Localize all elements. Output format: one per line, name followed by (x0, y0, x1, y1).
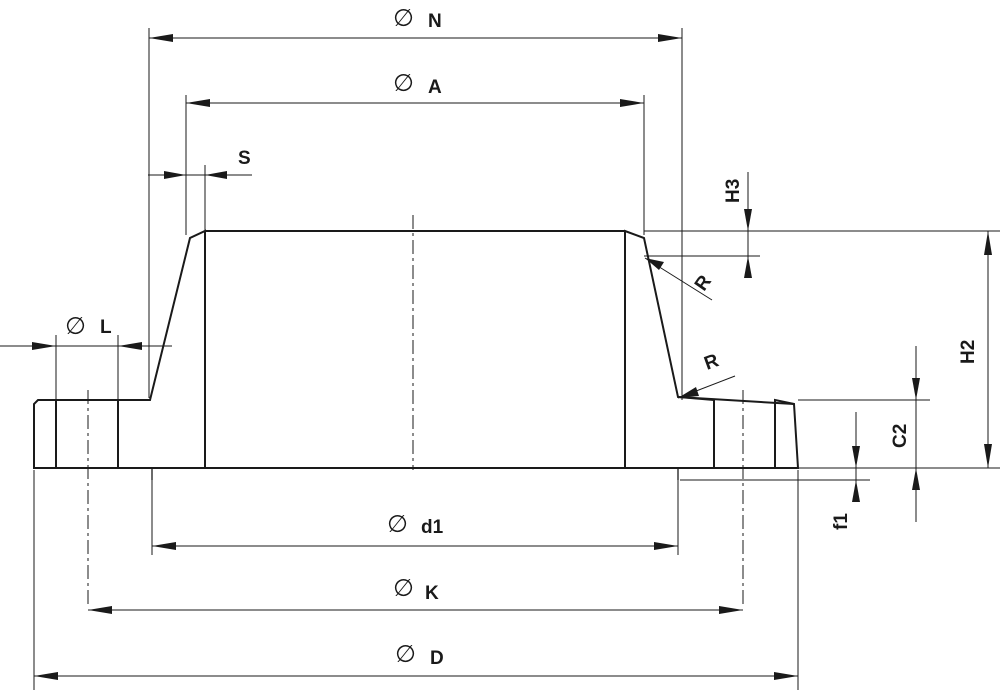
hatched-section-left (33, 229, 206, 469)
label-f1: f1 (831, 513, 852, 530)
dimension-A: ∅ A (186, 69, 644, 107)
label-A: A (428, 77, 442, 98)
dimension-L: ∅ L (0, 312, 172, 350)
diameter-symbol-d1: ∅ (387, 510, 408, 538)
center-lines (87, 215, 744, 605)
label-R-lower: R (702, 350, 722, 375)
extension-lines (33, 28, 1000, 690)
radius-lower: R (677, 350, 736, 399)
diameter-symbol-D: ∅ (395, 640, 416, 668)
label-D: D (430, 648, 444, 669)
diameter-symbol-K: ∅ (393, 574, 414, 602)
dimension-f1: f1 (831, 412, 860, 530)
hatched-section-right (624, 229, 800, 469)
label-L: L (100, 317, 112, 338)
flange-outline (34, 230, 798, 480)
label-H3: H3 (723, 179, 744, 203)
dimension-d1: ∅ d1 (152, 510, 678, 550)
dimension-K: ∅ K (88, 574, 743, 614)
dimension-H3: H3 (723, 172, 752, 278)
dimension-N: ∅ N (149, 4, 682, 42)
dimension-H2: H2 (958, 231, 992, 468)
label-R-upper: R (691, 271, 716, 295)
label-K: K (425, 583, 439, 604)
label-N: N (428, 11, 442, 32)
diameter-symbol-N: ∅ (393, 4, 414, 32)
dimension-D: ∅ D (34, 640, 798, 680)
dimension-S: S (148, 148, 252, 179)
label-H2: H2 (958, 340, 979, 364)
label-d1: d1 (421, 517, 444, 538)
diameter-symbol-L: ∅ (65, 312, 86, 340)
label-C2: C2 (890, 424, 911, 448)
label-S: S (238, 148, 251, 169)
diameter-symbol-A: ∅ (393, 69, 414, 97)
dimension-C2: C2 (890, 346, 920, 522)
